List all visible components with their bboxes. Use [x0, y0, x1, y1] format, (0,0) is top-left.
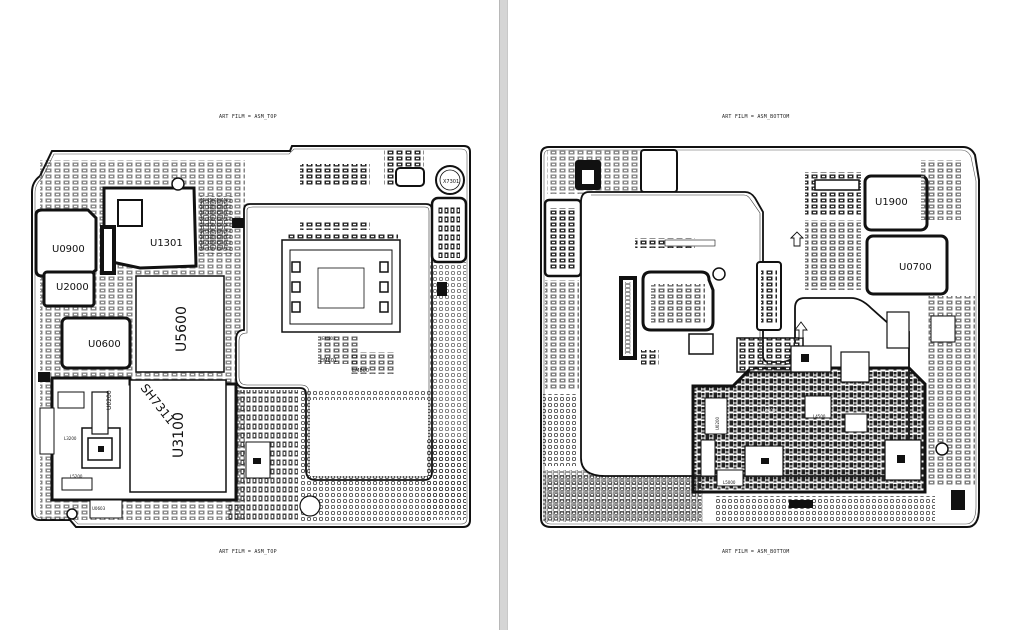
u3100-label: U3100	[171, 412, 187, 458]
u0200-label: U0200	[106, 390, 113, 410]
u0200-bottom-label: U0200	[715, 416, 720, 430]
l5200-label: L5200	[70, 474, 83, 479]
top-view-footer: ART FILM = ASM_TOP	[219, 549, 277, 555]
l5000-label: L5000	[723, 480, 736, 485]
u1301-label: U1301	[150, 238, 183, 249]
u0603-label: U0603	[92, 506, 106, 511]
em803-label: EM803	[322, 336, 336, 341]
shield-u0900	[34, 208, 98, 278]
l3200-label: L3200	[64, 436, 77, 441]
l4500-label: L4500	[813, 414, 826, 419]
x7301-label: X7301	[443, 179, 459, 185]
top-view-title: ART FILM = ASM_TOP	[219, 114, 277, 120]
u0900-label: U0900	[52, 244, 85, 255]
u5600-label: U5600	[174, 306, 190, 352]
pcb-bottom-view: U1900 U0700 L4400 L5000 L4500 U0200	[540, 146, 980, 528]
bottom-view-footer: ART FILM = ASM_BOTTOM	[722, 549, 790, 555]
l4400-label: L4400	[763, 408, 776, 413]
u0700-label: U0700	[899, 262, 932, 273]
bottom-view-title: ART FILM = ASM_BOTTOM	[722, 114, 790, 120]
page-divider	[499, 0, 508, 630]
pcb-top-view: U0900 U1301 U2000 U5600 U0600 SH7311 U31…	[31, 145, 471, 528]
em801-label: EM801	[320, 358, 337, 364]
u2000-label: U2000	[56, 282, 89, 293]
em800-label: EM800	[352, 368, 369, 374]
shield-u0700	[865, 234, 949, 296]
u1900-label: U1900	[875, 197, 908, 208]
u0600-label: U0600	[88, 339, 121, 350]
